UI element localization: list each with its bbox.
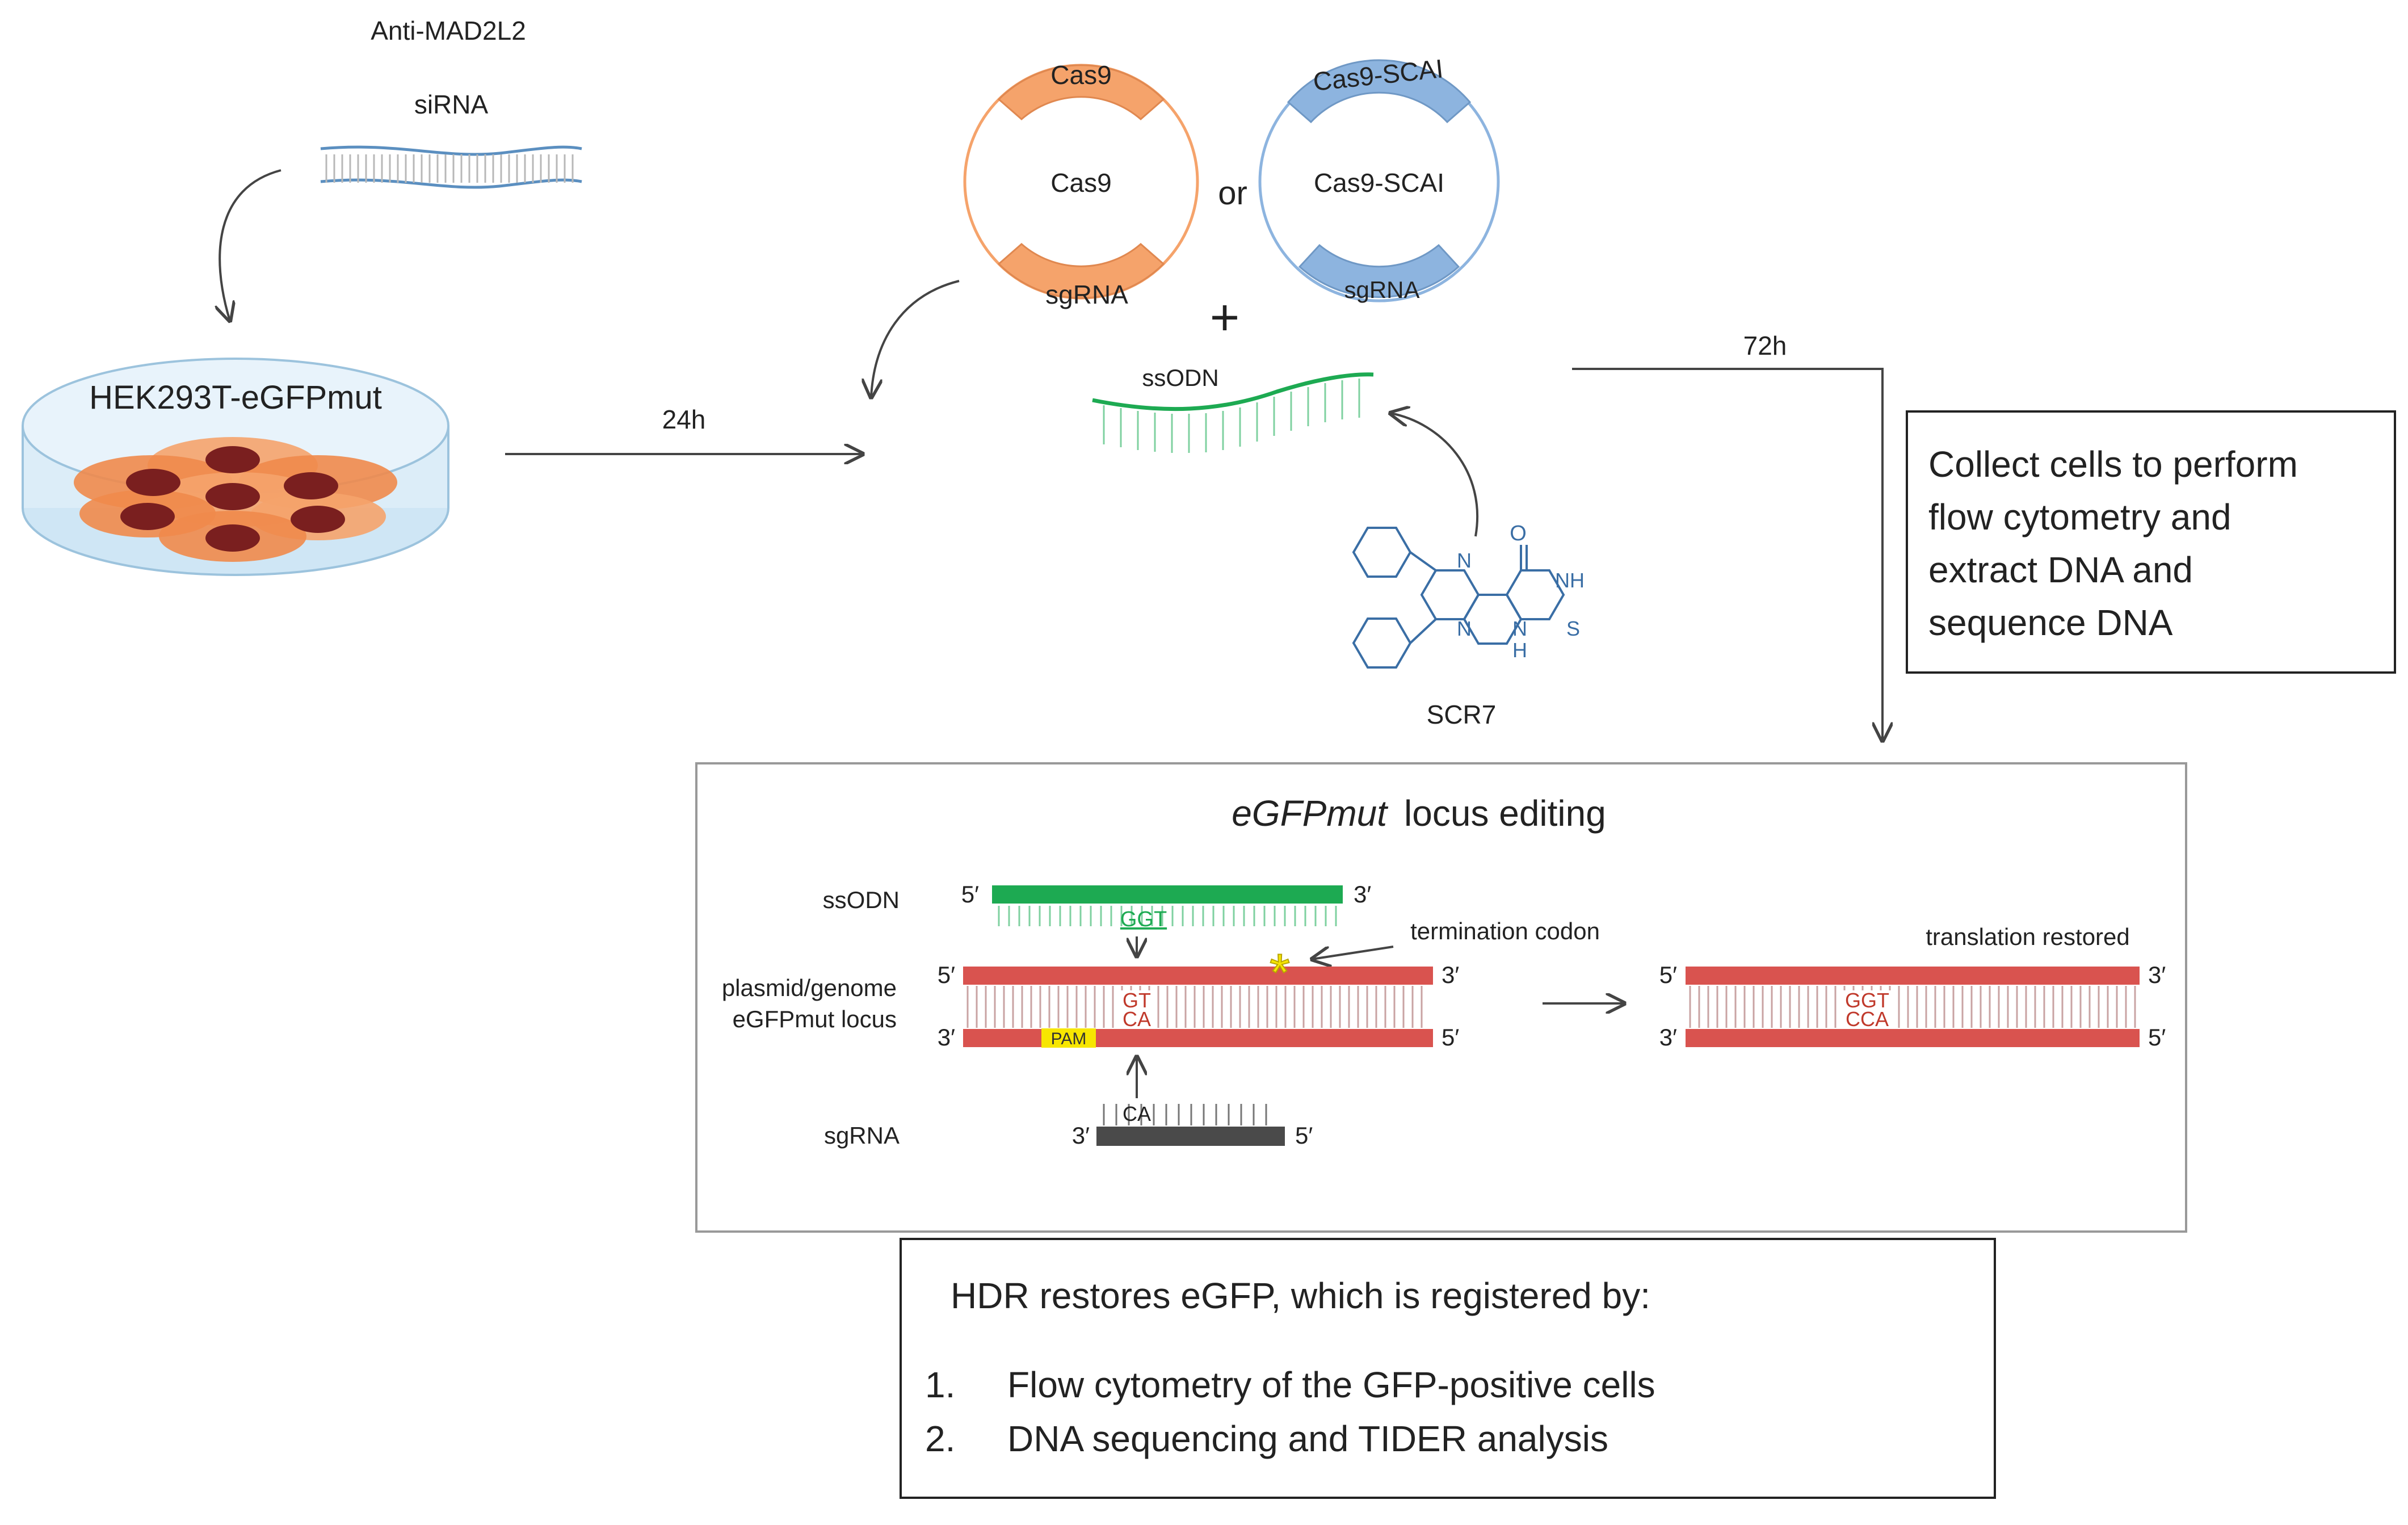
locus-seq-bottom: CA [1123,1007,1151,1031]
locus-sgrna-sequence: CA [1123,1102,1151,1125]
locus-editing-box [695,762,2187,1233]
locus-top-3prime: 3′ [1442,961,1459,988]
hdr-item-2-number: 2. [925,1418,955,1459]
plasmid-genome-label-1: plasmid/genome [722,974,897,1001]
plasmid-genome-label-2: eGFPmut locus [733,1006,897,1032]
stop-codon-star-icon: * [1270,944,1290,1002]
hdr-item-1-text: Flow cytometry of the GFP-positive cells [1007,1364,1655,1405]
termination-codon-label: termination codon [1410,918,1600,944]
locus-sgrna-strand [1096,1127,1285,1146]
pam-box [1041,1028,1096,1048]
label-24h: 24h [662,405,706,434]
locus-sgrna-label: sgRNA [824,1122,900,1149]
locus-bottom-5prime: 5′ [1442,1024,1459,1051]
cas9-scai-plasmid [1258,59,1500,303]
collect-line-2: flow cytometry and [1928,497,2232,537]
restored-seq-bottom: CCA [1846,1007,1889,1031]
restored-bottom-5prime: 5′ [2148,1024,2166,1051]
dish-label: HEK293T-eGFPmut [89,379,382,416]
locus-sgrna-bases [1103,1104,1267,1125]
locus-seq-bg [1117,990,1157,1028]
pam-label: PAM [1051,1030,1087,1048]
locus-editing-title: eGFPmut locus editing [1232,793,1606,834]
scr7-n2: N [1457,617,1472,640]
sirna-title: Anti-MAD2L2 [371,16,526,45]
ssodn-label: ssODN [1142,364,1218,391]
scr7-n3: N [1512,617,1527,640]
cas9-scai-plasmid-bottom-label: sgRNA [1344,276,1419,303]
sirna-duplex-icon [320,145,582,189]
locus-ssodn-5prime: 5′ [961,881,979,908]
locus-ssodn-3prime: 3′ [1354,881,1371,908]
hdr-item-2-text: DNA sequencing and TIDER analysis [1007,1418,1608,1459]
locus-bottom-3prime: 3′ [938,1024,955,1051]
plus-sign: + [1210,289,1240,346]
locus-ssodn-label: ssODN [823,887,900,913]
locus-sgrna-3prime: 3′ [1072,1122,1090,1149]
scr7-h: H [1512,638,1527,662]
hdr-heading: HDR restores eGFP, which is registered b… [951,1275,1650,1316]
restored-top-3prime: 3′ [2148,961,2166,988]
collect-line-1: Collect cells to perform [1928,444,2298,485]
translation-restored-label: translation restored [1926,923,2130,950]
termination-codon-arrow [1312,946,1394,959]
restored-bottom-3prime: 3′ [1659,1024,1677,1051]
restored-seq-top: GGT [1845,989,1889,1012]
collect-line-3: extract DNA and [1928,549,2193,590]
scr7-label: SCR7 [1427,700,1497,729]
hdr-item-1-number: 1. [925,1364,955,1405]
locus-seq-top: GT [1123,989,1151,1012]
scr7-structure-icon [1352,527,1565,669]
locus-top-strand [963,967,1433,985]
arrow-72h [1572,368,1882,741]
scr7-s: S [1566,617,1580,640]
restored-seq-bg [1839,990,1896,1028]
cas9-plasmid-top-label: Cas9 [1050,60,1111,90]
plasmid-to-cells-arrow [871,280,960,397]
hdr-box [900,1238,1996,1499]
restored-bottom-strand [1686,1029,2140,1047]
scr7-nh: NH [1555,569,1585,592]
scr7-oxygen: O [1510,522,1527,545]
or-label: or [1218,175,1247,212]
collect-cells-box [1906,410,2396,674]
locus-title-rest: locus editing [1404,793,1606,834]
scr7-n1: N [1457,549,1472,572]
locus-ssodn-bases [998,906,1337,926]
locus-ssodn-sequence: GGT [1120,908,1167,931]
cas9-plasmid-center-label: Cas9 [1050,168,1111,198]
cas9-plasmid-bottom-label: sgRNA [1045,280,1128,309]
sirna-label: siRNA [414,90,489,119]
cell-dish-icon [22,358,449,576]
collect-line-4: sequence DNA [1928,602,2173,643]
locus-bottom-strand [963,1029,1433,1047]
cells [74,437,397,562]
cas9-plasmid [963,64,1199,300]
sirna-to-dish-arrow [220,169,281,321]
restored-top-strand [1686,967,2140,985]
ssodn-oligo-icon [1092,372,1374,453]
locus-ssodn-strand [992,885,1343,904]
cas9-scai-plasmid-center-label: Cas9-SCAI [1314,168,1444,198]
label-72h: 72h [1743,331,1787,360]
locus-title-italic: eGFPmut [1232,793,1388,834]
scr7-to-ssodn-arrow [1390,413,1479,537]
locus-sgrna-5prime: 5′ [1295,1122,1313,1149]
restored-top-5prime: 5′ [1659,961,1677,988]
locus-top-5prime: 5′ [938,961,955,988]
